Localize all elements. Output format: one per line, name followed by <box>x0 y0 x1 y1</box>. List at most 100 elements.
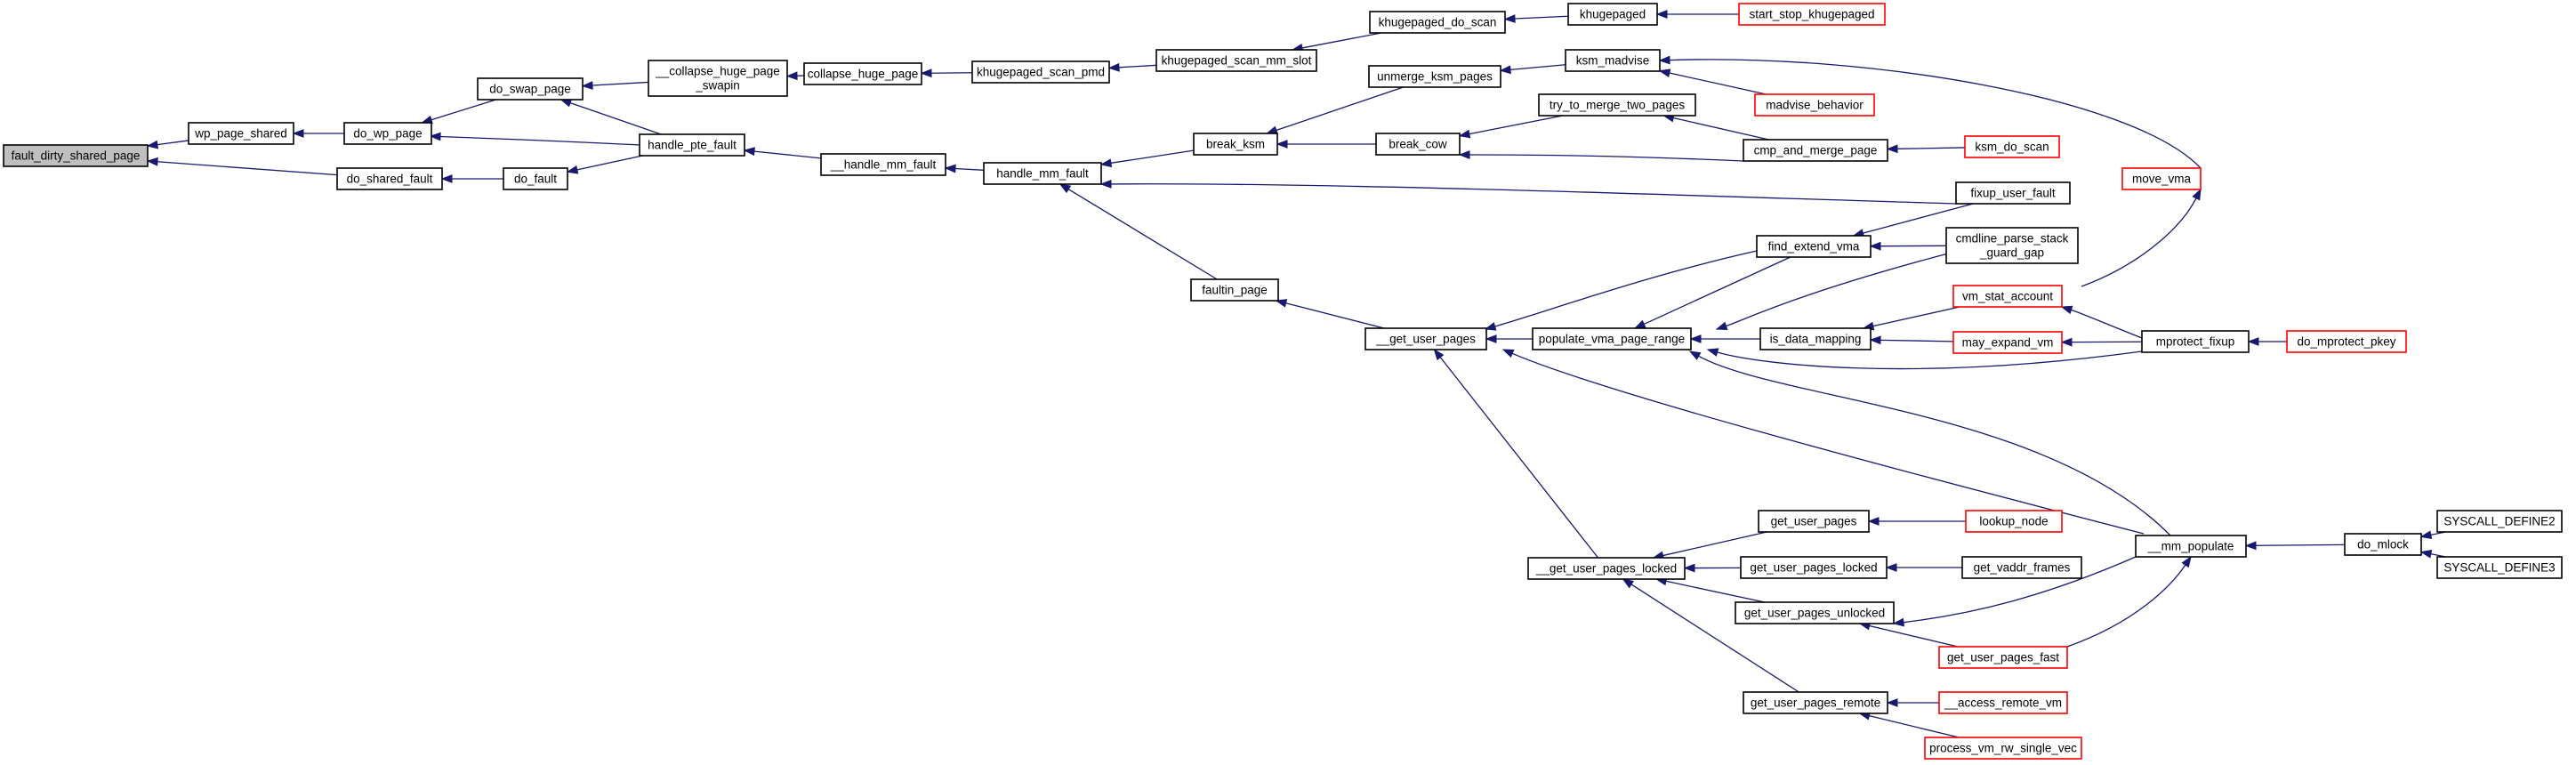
node-box <box>2141 330 2250 353</box>
edge-line <box>1514 15 1569 20</box>
node-move-vma[interactable]: move_vma <box>2121 167 2202 190</box>
node-get-user-pages-fast[interactable]: get_user_pages_fast <box>1938 646 2068 669</box>
node-label: handle_pte_fault <box>648 139 737 152</box>
node-try-to-merge-two-pages[interactable]: try_to_merge_two_pages <box>1538 93 1696 117</box>
edge-line <box>1869 624 1959 648</box>
edge-do_wp_page-to-wp_page_shared <box>292 129 345 138</box>
edge-arrowhead <box>1689 334 1702 343</box>
edge-mprotect_fixup-to-vm_stat_account <box>2060 305 2143 339</box>
edge-vm_stat_account-to-is_data_mapping <box>1862 306 1960 331</box>
node-do-wp-page[interactable]: do_wp_page <box>343 122 432 145</box>
edge-line <box>1469 115 1564 135</box>
edge-arrowhead <box>566 165 579 174</box>
node-box <box>1364 327 1487 350</box>
node-SYSCALL-DEFINE3[interactable]: SYSCALL_DEFINE3 <box>2436 556 2563 579</box>
edge-line <box>954 167 985 171</box>
node---handle-mm-fault[interactable]: __handle_mm_fault <box>820 153 946 176</box>
node-get-vaddr-frames[interactable]: get_vaddr_frames <box>1961 556 2082 579</box>
node-vm-stat-account[interactable]: vm_stat_account <box>1952 285 2063 308</box>
node-do-swap-page[interactable]: do_swap_page <box>477 77 584 101</box>
node-box <box>1193 133 1278 156</box>
node-find-extend-vma[interactable]: find_extend_vma <box>1756 235 1872 258</box>
node-khugepaged-scan-pmd[interactable]: khugepaged_scan_pmd <box>971 60 1110 84</box>
node-label: do_mprotect_pkey <box>2297 335 2395 349</box>
edge-line <box>431 99 496 121</box>
node-label: get_user_pages_unlocked <box>1744 607 1885 620</box>
node-collapse-huge-page-swapin[interactable]: __collapse_huge_page_swapin <box>648 60 788 97</box>
node-is-data-mapping[interactable]: is_data_mapping <box>1759 327 1872 350</box>
node-label: madvise_behavior <box>1766 99 1864 112</box>
node-wp-page-shared[interactable]: wp_page_shared <box>188 122 294 145</box>
node-get-user-pages-locked[interactable]: get_user_pages_locked <box>1740 556 1888 579</box>
edge-arrowhead <box>1892 617 1905 627</box>
node-unmerge-ksm-pages[interactable]: unmerge_ksm_pages <box>1368 65 1501 88</box>
edge-collapse_huge_page-to-collapse_huge_page_swapin <box>785 71 805 81</box>
node-break-cow[interactable]: break_cow <box>1375 133 1461 156</box>
node-box <box>2135 535 2247 558</box>
node-box <box>639 133 745 157</box>
node---mm-populate[interactable]: __mm_populate <box>2135 535 2247 558</box>
edge-line <box>1439 357 1599 559</box>
edge-arrowhead <box>2244 541 2257 551</box>
node-ksm-madvise[interactable]: ksm_madvise <box>1565 49 1661 72</box>
node-do-mprotect-pkey[interactable]: do_mprotect_pkey <box>2286 330 2407 353</box>
edge-arrowhead <box>1885 563 1897 572</box>
node-get-user-pages[interactable]: get_user_pages <box>1758 510 1870 533</box>
edge-move_vma-to-ksm_madvise <box>1658 55 2202 169</box>
edge-arrowhead <box>292 129 304 138</box>
node-box <box>983 162 1102 185</box>
node-lookup-node[interactable]: lookup_node <box>1965 510 2063 533</box>
node-madvise-behavior[interactable]: madvise_behavior <box>1754 93 1875 117</box>
edge-start_stop_khugepaged-to-khugepaged <box>1655 10 1739 19</box>
node-populate-vma-page-range[interactable]: populate_vma_page_range <box>1532 327 1692 350</box>
edge-arrowhead <box>1683 563 1695 573</box>
node-do-fault[interactable]: do_fault <box>503 167 568 190</box>
node-handle-pte-fault[interactable]: handle_pte_fault <box>639 133 745 157</box>
edge-line <box>576 155 643 171</box>
node---get-user-pages-locked[interactable]: __get_user_pages_locked <box>1527 557 1686 580</box>
node-khugepaged-scan-mm-slot[interactable]: khugepaged_scan_mm_slot <box>1155 49 1317 72</box>
node-faultin-page[interactable]: faultin_page <box>1190 278 1279 302</box>
edge-__mm_populate-to-get_user_pages_unlocked <box>1892 556 2137 627</box>
node-fault-dirty-shared-page[interactable]: fault_dirty_shared_page <box>3 144 149 167</box>
edge-populate_vma_page_range-to-__get_user_pages <box>1485 334 1533 343</box>
node-cmdline-parse-stack-guard-gap[interactable]: cmdline_parse_stack_guard_gap <box>1945 227 2079 264</box>
node-cmp-and-merge-page[interactable]: cmp_and_merge_page <box>1743 139 1888 162</box>
edge-line <box>1511 352 2145 535</box>
node-label: cmp_and_merge_page <box>1754 144 1878 157</box>
node---get-user-pages[interactable]: __get_user_pages <box>1364 327 1487 350</box>
node-khugepaged[interactable]: khugepaged <box>1567 3 1658 26</box>
node-get-user-pages-remote[interactable]: get_user_pages_remote <box>1743 691 1888 714</box>
edge-line <box>1301 32 1382 49</box>
node-do-mlock[interactable]: do_mlock <box>2344 533 2422 556</box>
node-label: process_vm_rw_single_vec <box>1929 742 2077 755</box>
edge-arrowhead <box>1622 578 1635 589</box>
node-do-shared-fault[interactable]: do_shared_fault <box>336 167 443 190</box>
node-fixup-user-fault[interactable]: fixup_user_fault <box>1955 181 2071 205</box>
node---access-remote-vm[interactable]: __access_remote_vm <box>1938 691 2068 714</box>
node-start-stop-khugepaged[interactable]: start_stop_khugepaged <box>1738 3 1886 26</box>
node-box <box>1961 556 2082 579</box>
edge-line <box>1469 154 1744 162</box>
node-collapse-huge-page[interactable]: collapse_huge_page <box>803 62 922 85</box>
edge-arrowhead <box>1276 140 1288 149</box>
edge-arrowhead <box>1458 129 1471 139</box>
node-box <box>1938 691 2068 714</box>
node-get-user-pages-unlocked[interactable]: get_user_pages_unlocked <box>1735 601 1895 624</box>
node-label: khugepaged <box>1580 8 1646 21</box>
node-SYSCALL-DEFINE2[interactable]: SYSCALL_DEFINE2 <box>2436 510 2563 533</box>
node-process-vm-rw-single-vec[interactable]: process_vm_rw_single_vec <box>1924 737 2082 760</box>
node-ksm-do-scan[interactable]: ksm_do_scan <box>1964 135 2060 158</box>
node-mprotect-fixup[interactable]: mprotect_fixup <box>2141 330 2250 353</box>
node-break-ksm[interactable]: break_ksm <box>1193 133 1278 156</box>
edge-line <box>2071 309 2143 339</box>
edge-line <box>1673 117 1769 141</box>
node-label: cmdline_parse_stack <box>1956 232 2069 246</box>
node-box <box>2436 510 2563 533</box>
node-box <box>1375 133 1461 156</box>
node-handle-mm-fault[interactable]: handle_mm_fault <box>983 162 1102 185</box>
edge-line <box>157 140 189 146</box>
node-khugepaged-do-scan[interactable]: khugepaged_do_scan <box>1369 11 1506 34</box>
edge-get_user_pages-to-__get_user_pages_locked <box>1652 531 1767 560</box>
node-may-expand-vm[interactable]: may_expand_vm <box>1952 331 2063 354</box>
